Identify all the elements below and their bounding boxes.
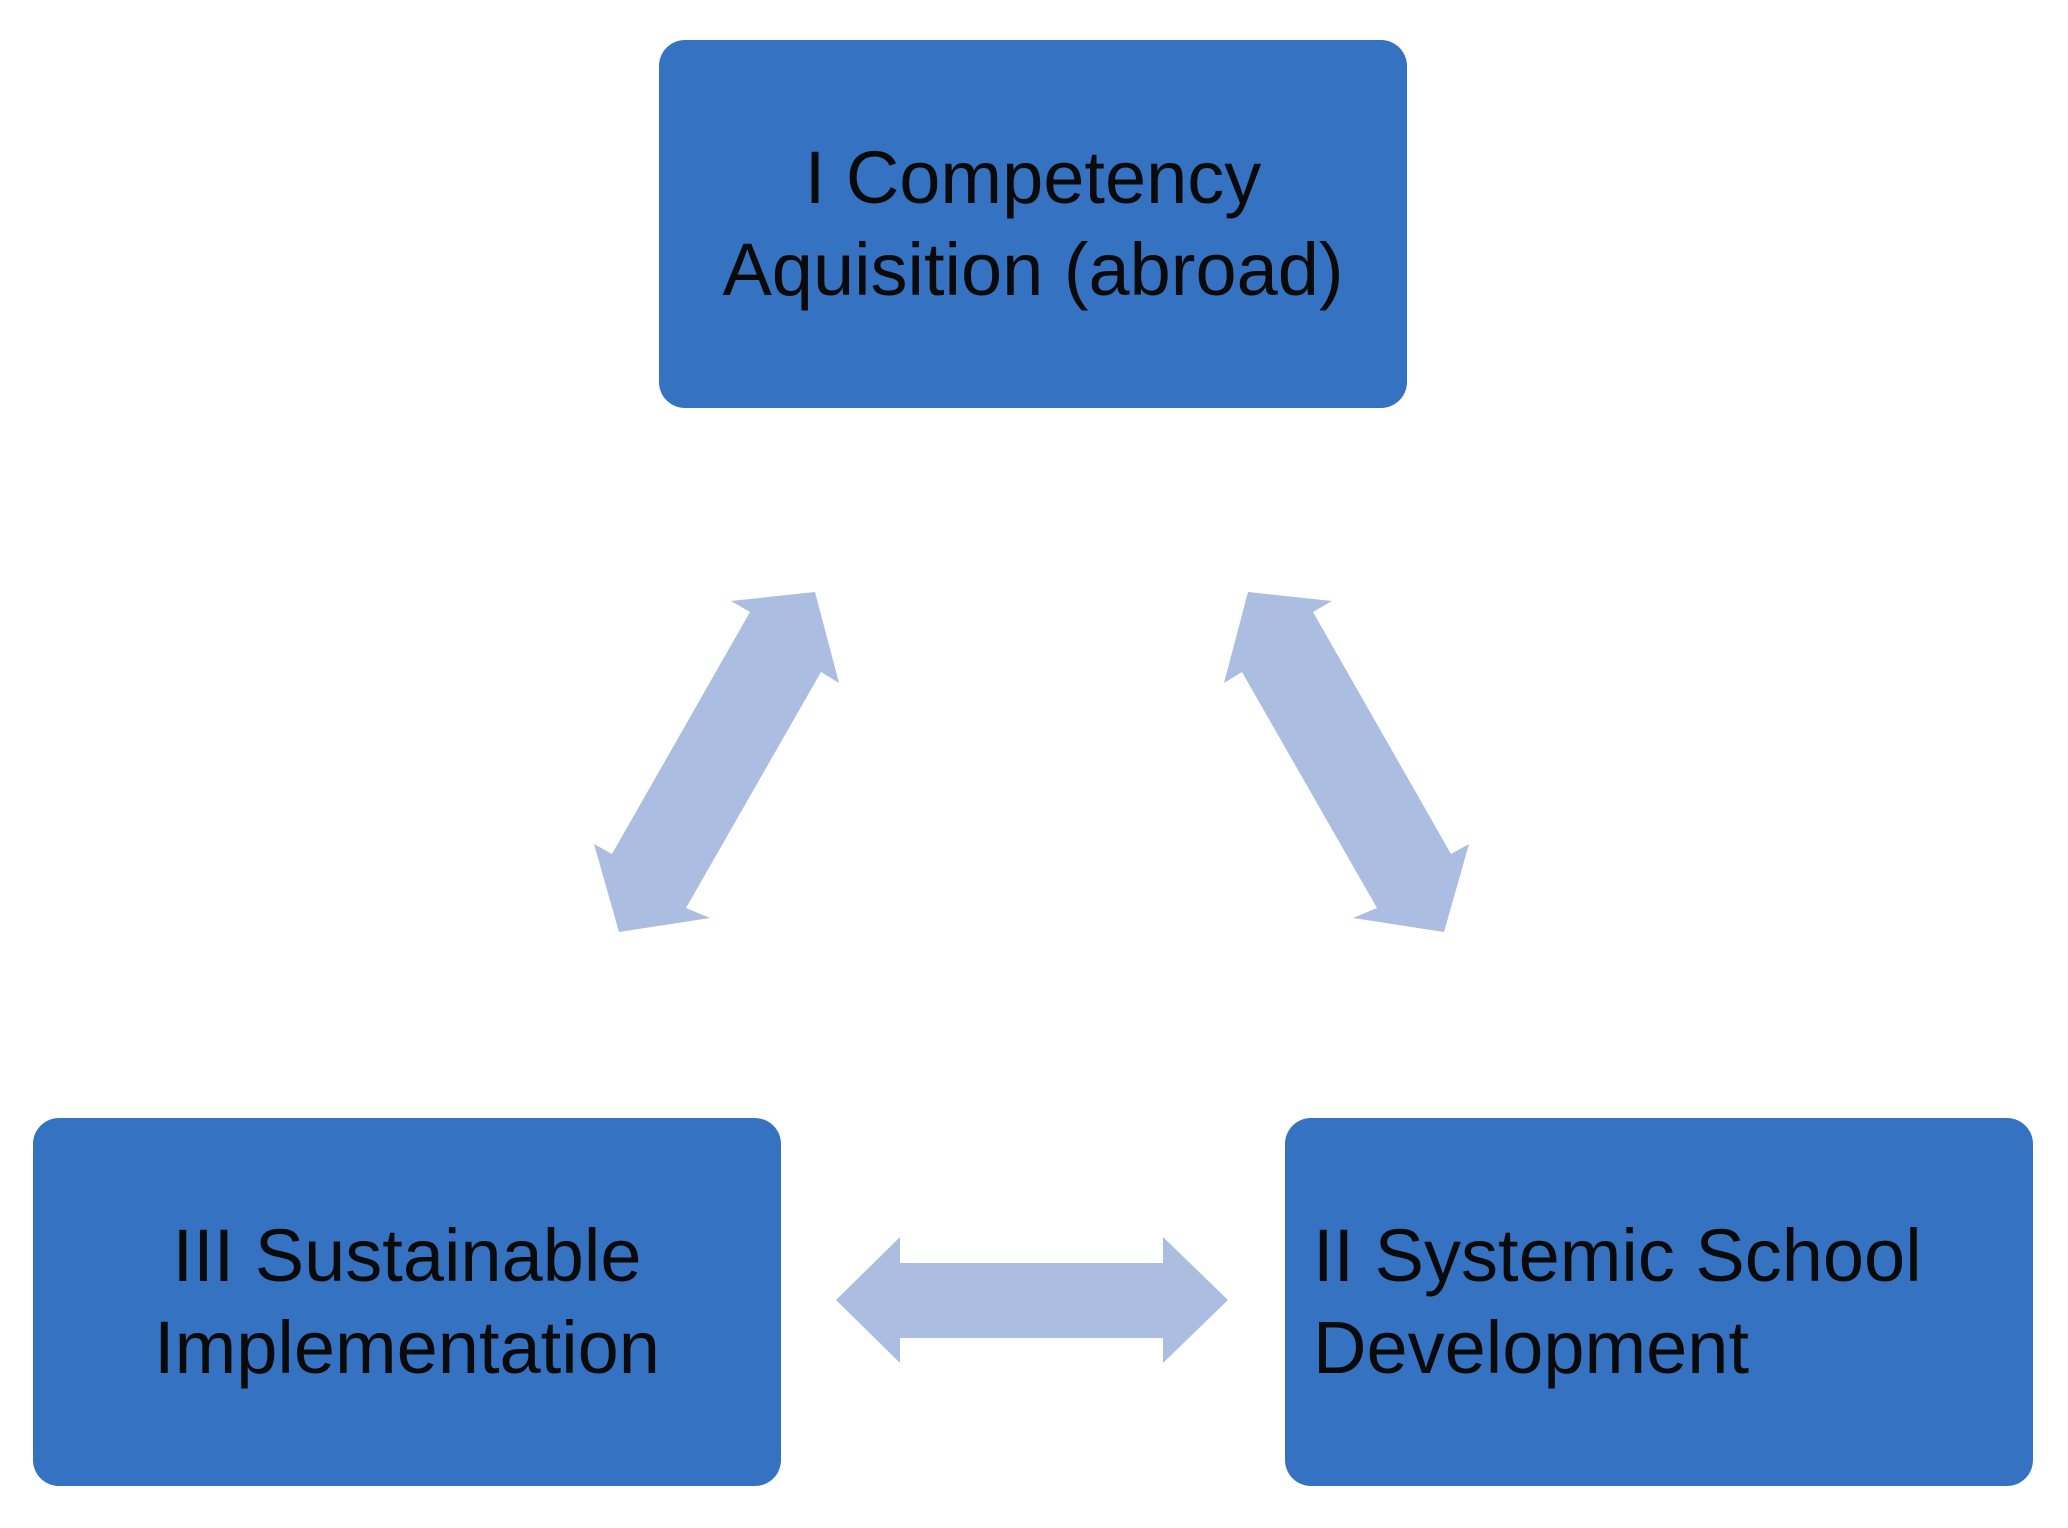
node-sustainable-implementation: III Sustainable Implementation [33, 1118, 781, 1486]
arrow-sustainable-systemic [836, 1237, 1228, 1363]
node-sustainable-line1: III Sustainable [172, 1214, 642, 1297]
node-systemic-line1: II Systemic School [1313, 1214, 1922, 1297]
node-systemic-school-development: II Systemic School Development [1285, 1118, 2033, 1486]
node-competency-acquisition: I Competency Aquisition (abroad) [659, 40, 1407, 408]
arrow-competency-sustainable [594, 592, 839, 932]
node-systemic-line2: Development [1313, 1306, 1750, 1389]
node-competency-line1: I Competency [804, 136, 1262, 219]
arrow-competency-systemic [1224, 592, 1469, 932]
node-sustainable-line2: Implementation [154, 1306, 660, 1389]
node-competency-line2: Aquisition (abroad) [722, 228, 1344, 311]
